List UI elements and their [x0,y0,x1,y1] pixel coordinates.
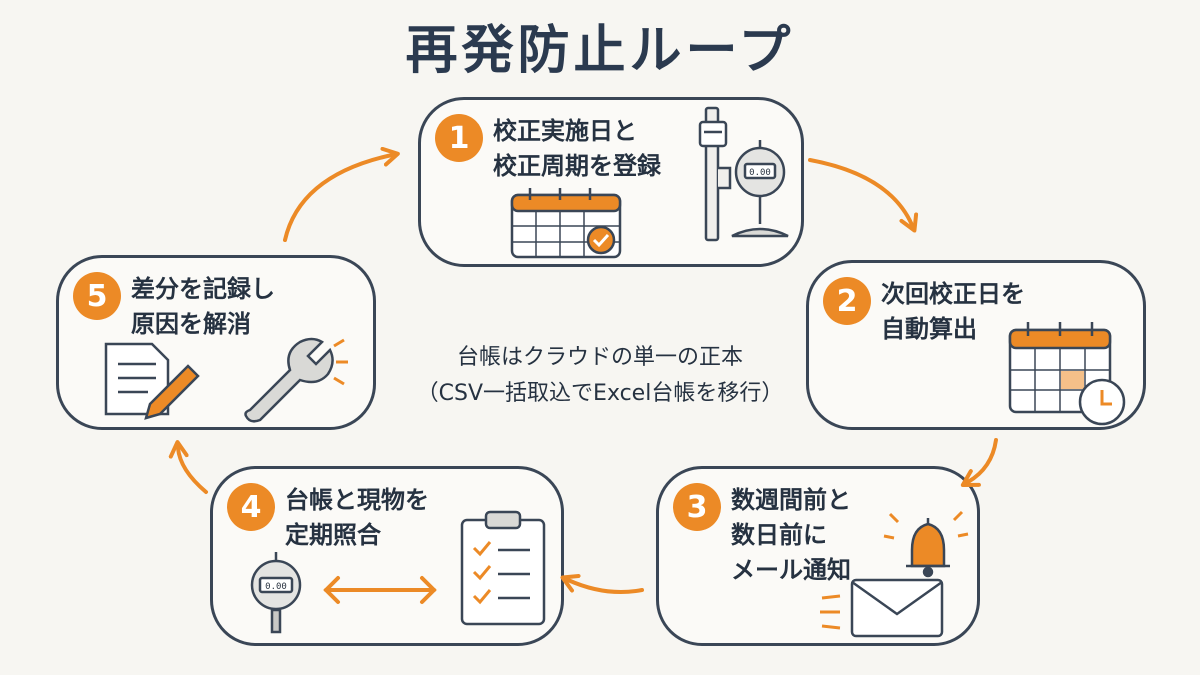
center-note: 台帳はクラウドの単一の正本 （CSV一括取込でExcel台帳を移行） [330,340,870,412]
arrow-5-to-1 [283,146,400,242]
step-1-label: 校正実施日と 校正周期を登録 [493,117,661,180]
step-2-label: 次回校正日を 自動算出 [881,280,1025,343]
step-5-badge: 5 [73,272,121,320]
arrow-3-to-4 [560,573,644,594]
center-note-line1: 台帳はクラウドの単一の正本 [456,345,743,370]
step-2-badge: 2 [823,277,871,325]
step-3-label: 数週間前と 数日前に メール通知 [731,486,851,584]
center-note-line2: （CSV一括取込でExcel台帳を移行） [416,381,784,406]
calendar-check-icon [510,188,622,259]
step-1-badge: 1 [435,114,483,162]
caliper-icon [698,106,732,242]
clipboard-checklist-icon [460,510,546,626]
diagram-title: 再発防止ループ [405,21,795,81]
digital-gauge-icon: 0.00 [250,552,302,634]
step-4-label: 台帳と現物を 定期照合 [285,486,429,549]
step-4-badge: 4 [227,483,275,531]
calendar-clock-icon [1008,322,1126,426]
arrow-2-to-3 [960,438,998,488]
bell-icon [883,510,969,578]
arrow-4-to-5 [168,440,208,494]
arrow-1-to-2 [808,158,919,233]
step-5-label: 差分を記録し 原因を解消 [131,275,275,338]
document-pencil-icon [104,342,200,420]
step-3-badge: 3 [673,483,721,531]
envelope-icon [820,578,944,638]
svg-text:0.00: 0.00 [265,582,287,592]
wrench-icon [244,337,348,423]
dial-gauge-icon: 0.00 [731,140,789,238]
double-arrow-icon [323,576,437,604]
svg-text:0.00: 0.00 [749,168,771,178]
step-3-card: 3 数週間前と 数日前に メール通知 [656,466,980,646]
